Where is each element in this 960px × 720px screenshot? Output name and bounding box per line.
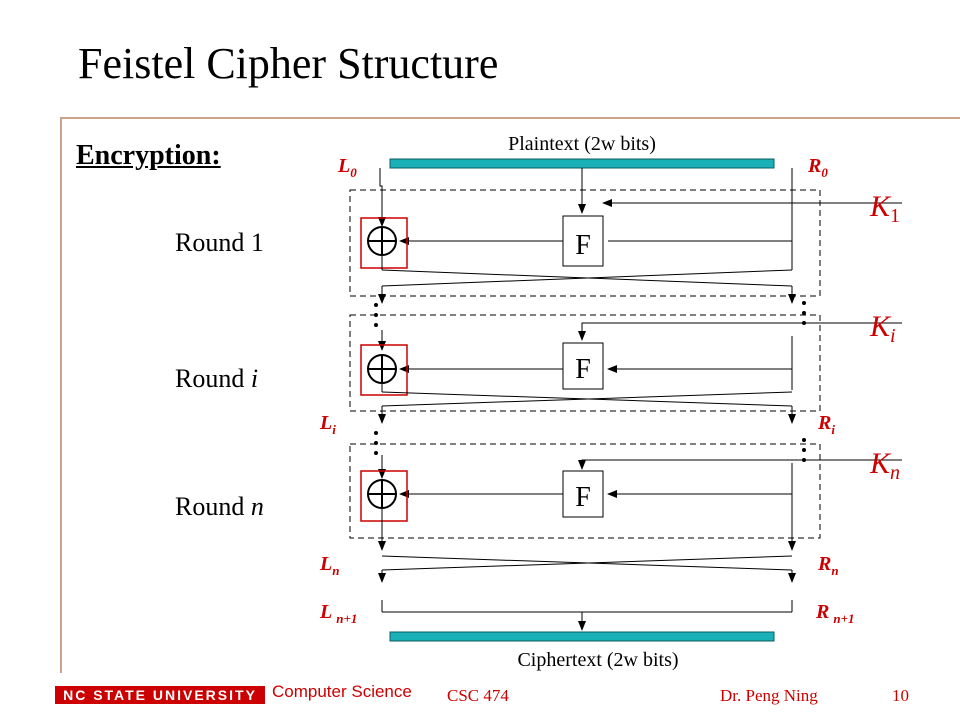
frame-left-rule <box>60 117 62 673</box>
label-rn1-base: R <box>815 601 829 623</box>
slide-title: Feistel Cipher Structure <box>78 39 499 88</box>
round-n-block: F <box>349 443 902 551</box>
round-1-f-label: F <box>575 230 591 261</box>
round-1-xor-box <box>360 217 408 269</box>
round-n-prefix: Round <box>175 492 251 521</box>
key-kn-base: K <box>869 447 892 480</box>
round-1-f-box <box>562 215 604 267</box>
round-i-boundary <box>349 314 821 412</box>
round-i-prefix: Round <box>175 364 251 393</box>
label-li-base: L <box>319 412 332 434</box>
ellipsis-2 <box>374 431 806 462</box>
label-ln-base: L <box>319 553 332 575</box>
ki-arrow <box>578 322 902 341</box>
label-rn1-sub: n+1 <box>833 611 854 626</box>
key-ki: Ki <box>869 310 896 347</box>
label-l0: L0 <box>337 155 357 180</box>
round-1-cross-b <box>381 269 793 287</box>
label-ri: Ri <box>817 412 835 437</box>
encryption-heading: Encryption: <box>76 140 221 171</box>
key-ki-sub: i <box>890 325 896 347</box>
ciphertext-label: Ciphertext (2w bits) <box>517 649 678 671</box>
kn-arrow <box>578 459 902 470</box>
round-1-index: 1 <box>250 228 264 257</box>
key-k1: K1 <box>869 190 900 227</box>
label-ln: Ln <box>319 553 339 578</box>
round-i-f-label: F <box>575 354 591 385</box>
page-number: 10 <box>892 686 909 705</box>
ncsu-logo: NC STATE UNIVERSITY <box>55 686 265 704</box>
label-li: Li <box>319 412 336 437</box>
ciphertext-bar <box>389 631 775 642</box>
round-i-label: Round i <box>175 364 258 394</box>
label-ri-sub: i <box>831 422 835 437</box>
final-cross-b <box>381 555 793 571</box>
round-i-index: i <box>250 364 259 393</box>
l0-to-xor-arrow <box>378 168 386 227</box>
label-r0-sub: 0 <box>821 165 828 180</box>
course-label: CSC 474 <box>447 686 509 705</box>
round-n-f-box <box>562 470 604 518</box>
round-1-block: F <box>349 168 902 304</box>
label-ri-base: R <box>817 412 831 434</box>
department-label: Computer Science <box>272 682 412 701</box>
label-ln-sub: n <box>332 563 339 578</box>
key-kn-sub: n <box>890 462 900 484</box>
round-i-xor-box <box>360 344 408 396</box>
plaintext-bar <box>389 158 775 169</box>
frame-top-rule <box>60 117 960 119</box>
round-1-boundary <box>349 189 821 297</box>
round-n-index: n <box>250 492 264 521</box>
round-n-boundary <box>349 443 821 539</box>
round-n-label: Round n <box>175 492 264 522</box>
round-1-label: Round 1 <box>175 228 264 258</box>
key-k1-base: K <box>869 190 892 223</box>
label-ln1-sub: n+1 <box>336 611 357 626</box>
label-r0: R0 <box>807 155 828 180</box>
round-i-cross-b <box>381 391 793 407</box>
key-ki-base: K <box>869 310 892 343</box>
key-k1-sub: 1 <box>890 205 900 227</box>
round-n-f-label: F <box>575 482 591 513</box>
key-kn: Kn <box>869 447 900 484</box>
label-r0-base: R <box>807 155 821 177</box>
label-l0-base: L <box>337 155 350 177</box>
round-n-xor-box <box>360 470 408 522</box>
plaintext-label: Plaintext (2w bits) <box>508 133 656 155</box>
label-rn: Rn <box>817 553 839 578</box>
label-rn-base: R <box>817 553 831 575</box>
label-rn-sub: n <box>831 563 838 578</box>
round-i-f-box <box>562 342 604 390</box>
label-li-sub: i <box>332 422 336 437</box>
ellipsis-1 <box>374 301 806 327</box>
round-i-block: F <box>349 314 902 424</box>
label-l0-sub: 0 <box>350 165 357 180</box>
round-1-prefix: Round <box>175 228 251 257</box>
author-label: Dr. Peng Ning <box>720 686 818 705</box>
label-ln1-base: L <box>319 601 332 623</box>
